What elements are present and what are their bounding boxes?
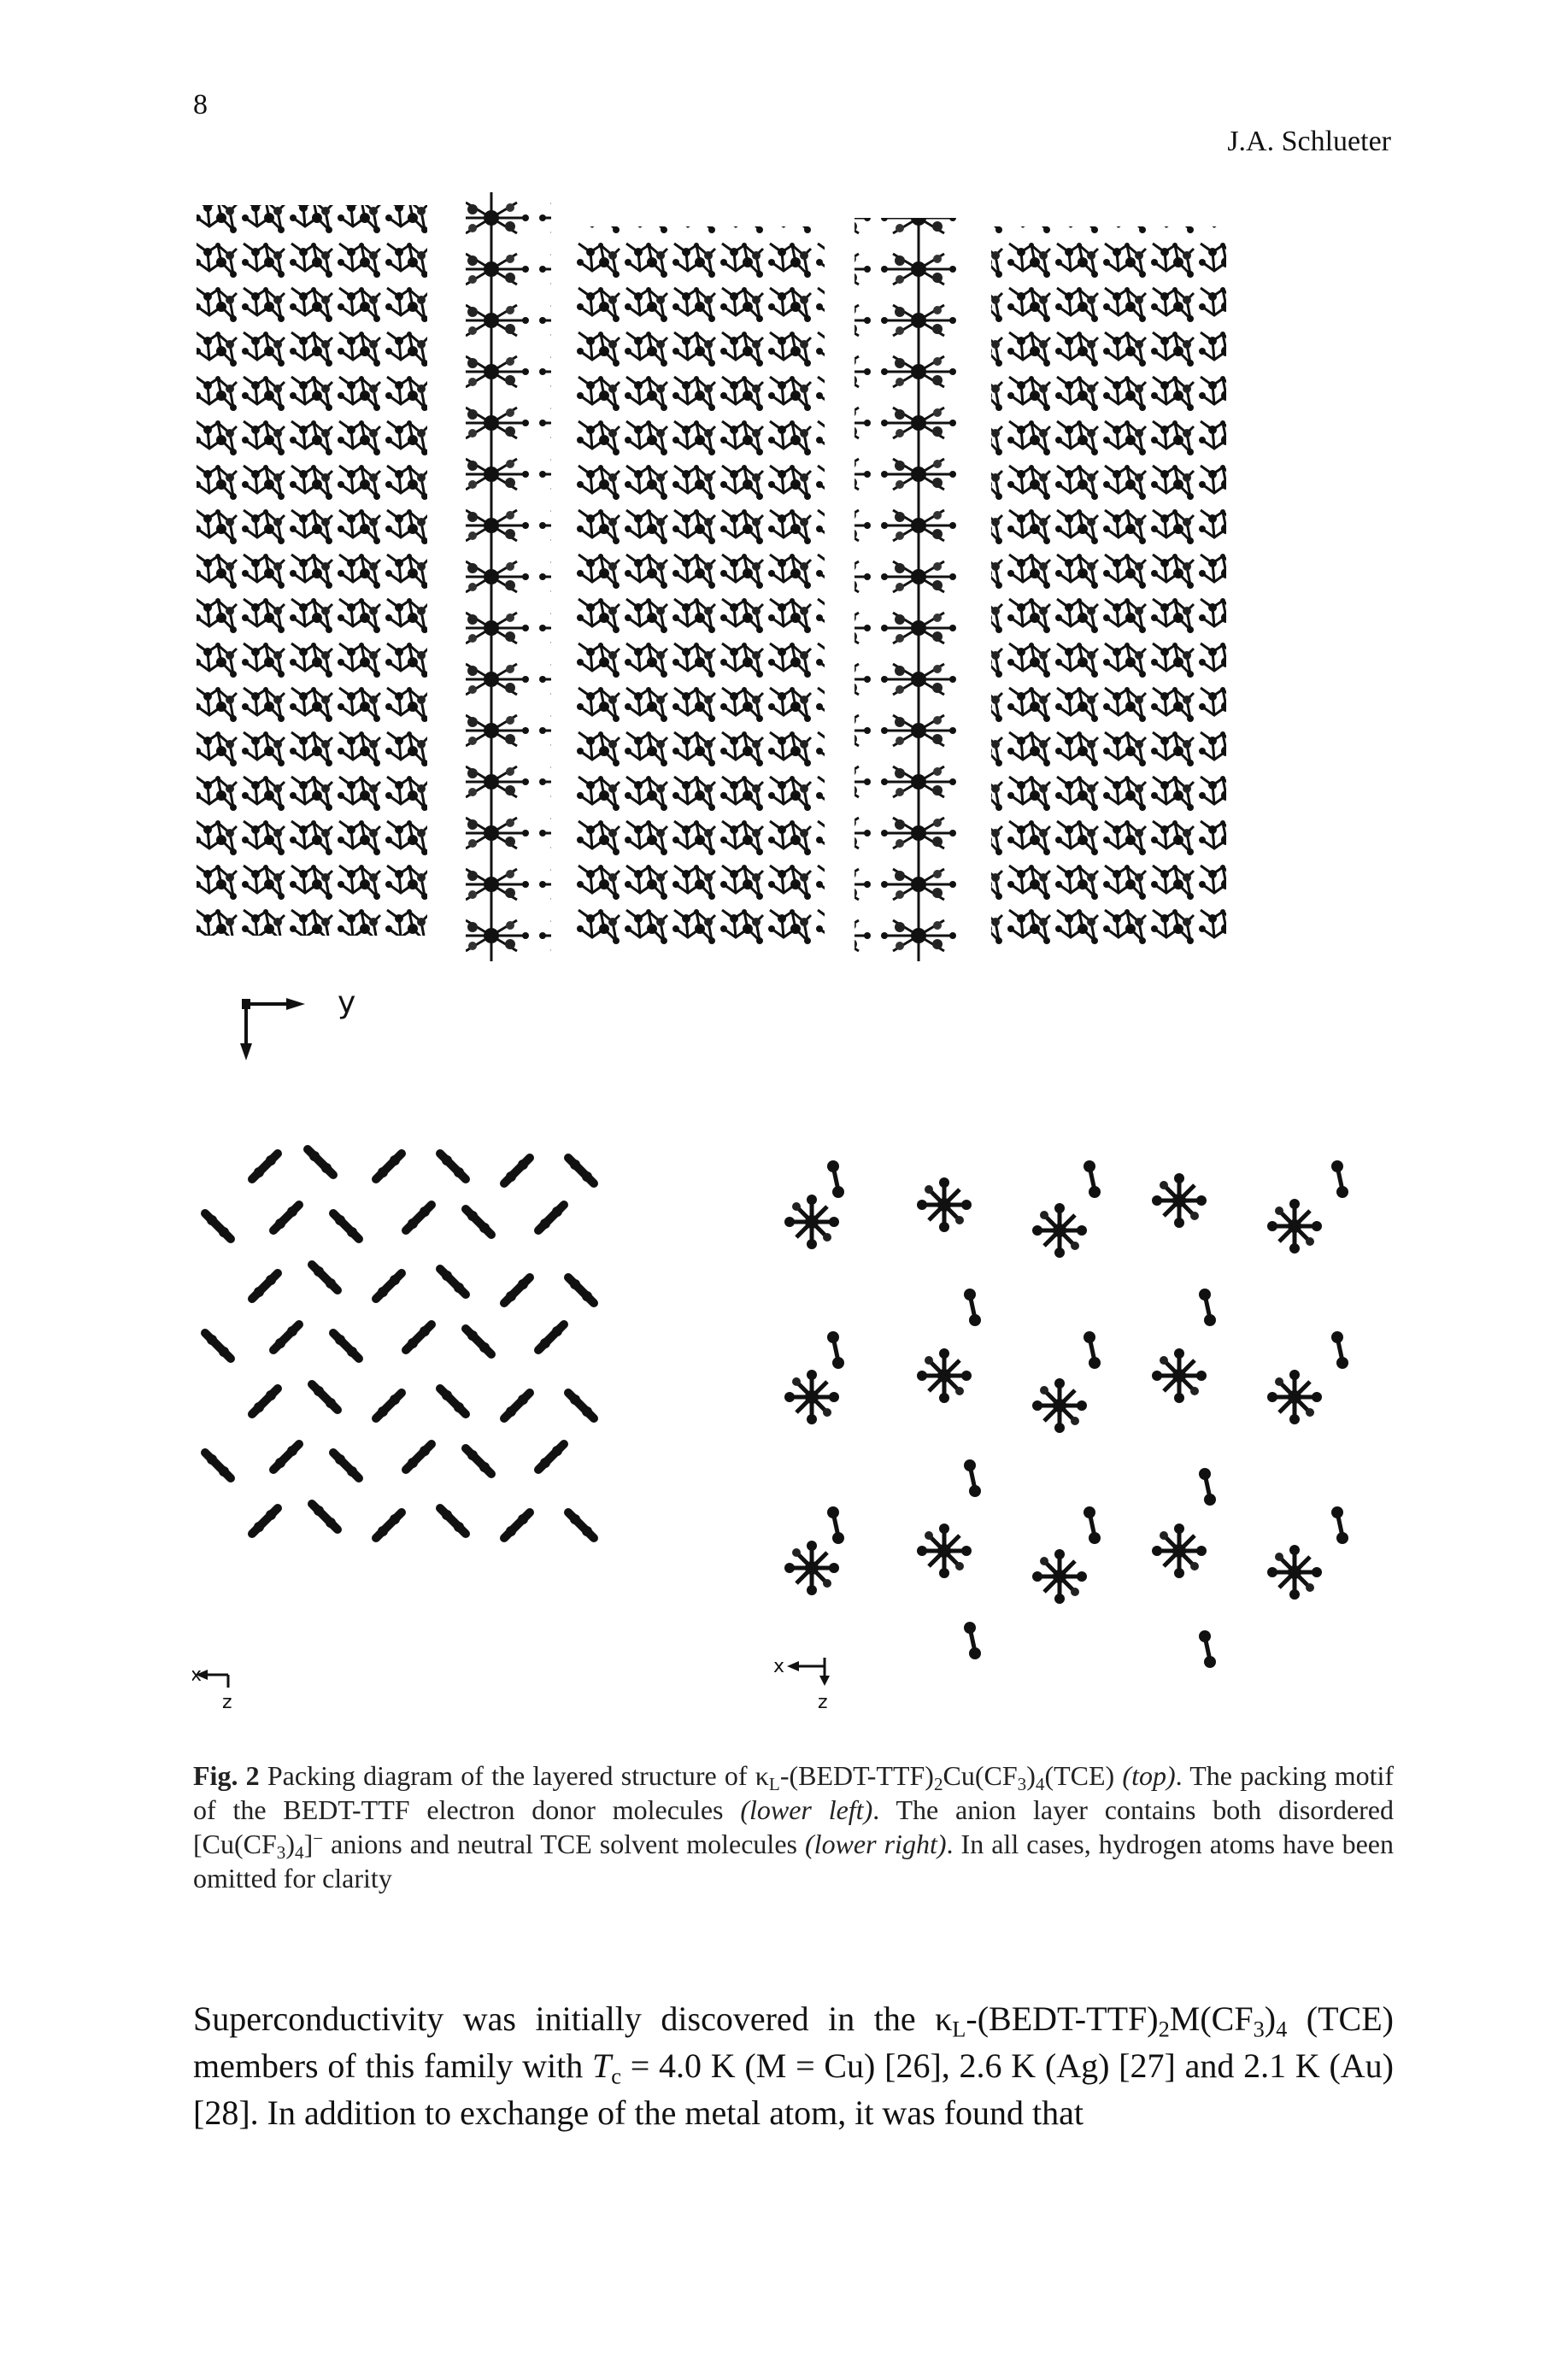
body-text: M(CF xyxy=(1169,1999,1254,2038)
lower-right-drawing: x xyxy=(773,1132,1406,1686)
top-panel-drawing: y z xyxy=(197,192,1226,1060)
axis-label-z: z xyxy=(818,1692,828,1713)
caption-sub: 3 xyxy=(1017,1773,1027,1794)
body-text: Superconductivity was initially discover… xyxy=(193,1999,953,2038)
caption-italic: (lower right) xyxy=(805,1829,947,1859)
body-text: -(BEDT-TTF) xyxy=(966,1999,1159,2038)
lower-left-drawing: x xyxy=(192,1132,739,1688)
caption-italic: (lower left) xyxy=(740,1794,873,1825)
donor-layer xyxy=(197,205,427,936)
caption-text: -(BEDT-TTF) xyxy=(779,1760,934,1791)
body-sub: 3 xyxy=(1253,2016,1265,2042)
page-number: 8 xyxy=(193,89,208,120)
caption-text: anions and neutral TCE solvent molecules xyxy=(323,1829,806,1859)
caption-text: . The anion layer contains both disorder… xyxy=(193,1794,1394,1859)
donor-layer xyxy=(577,226,825,953)
body-text: (TCE) members of this family with xyxy=(193,1999,1394,2085)
caption-text: ) xyxy=(1026,1760,1036,1791)
body-text: ) xyxy=(1264,1999,1277,2038)
anion-layer xyxy=(854,218,957,961)
caption-sub: 2 xyxy=(933,1773,943,1794)
axis-indicator xyxy=(240,998,305,1060)
body-sub: 4 xyxy=(1276,2016,1288,2042)
caption-italic: (top) xyxy=(1122,1760,1176,1791)
anion-grid xyxy=(784,1160,1348,1668)
axis-indicator xyxy=(196,1670,230,1688)
figure-caption: Fig. 2 Packing diagram of the layered st… xyxy=(193,1758,1394,1895)
caption-text: (TCE) xyxy=(1044,1760,1123,1791)
caption-sup: − xyxy=(313,1828,324,1849)
donor-molecule-grid xyxy=(205,1149,594,1538)
axis-label-y: y xyxy=(338,985,355,1020)
running-head: J.A. Schlueter xyxy=(1227,126,1391,157)
axis-indicator xyxy=(787,1658,830,1686)
body-paragraph: Superconductivity was initially discover… xyxy=(193,1995,1394,2136)
figure-label: Fig. 2 xyxy=(193,1760,260,1791)
caption-text: ] xyxy=(303,1829,314,1859)
axis-label-x: x xyxy=(773,1656,784,1677)
axis-label-z: z xyxy=(222,1692,232,1713)
caption-text: . The packing motif of the BEDT-TTF elec… xyxy=(193,1760,1395,1825)
body-sub: c xyxy=(611,2063,621,2089)
caption-sub: 4 xyxy=(295,1841,304,1863)
figure-lower-left-donor-motif: x z xyxy=(192,1132,739,1713)
caption-sub: L xyxy=(768,1773,780,1794)
caption-sub: 4 xyxy=(1035,1773,1045,1794)
body-sub: L xyxy=(952,2016,966,2042)
body-sub: 2 xyxy=(1158,2016,1170,2042)
body-italic: T xyxy=(592,2046,612,2085)
caption-text: Packing diagram of the layered structure… xyxy=(267,1760,769,1791)
axis-label-x: x xyxy=(192,1665,202,1686)
body-text: = 4.0 K (M = Cu) [26], 2.6 K (Ag) [27] a… xyxy=(193,2046,1394,2132)
donor-layer xyxy=(991,226,1226,953)
anion-layer xyxy=(466,192,551,961)
caption-text: . In all cases, hydrogen atoms have been… xyxy=(193,1829,1395,1893)
figure-lower-right-anion-layer: x z xyxy=(773,1132,1406,1713)
figure-top-packing-diagram: y z xyxy=(192,192,1406,1072)
caption-text: Cu(CF xyxy=(943,1760,1018,1791)
caption-text: ) xyxy=(285,1829,296,1859)
caption-sub: 3 xyxy=(276,1841,286,1863)
